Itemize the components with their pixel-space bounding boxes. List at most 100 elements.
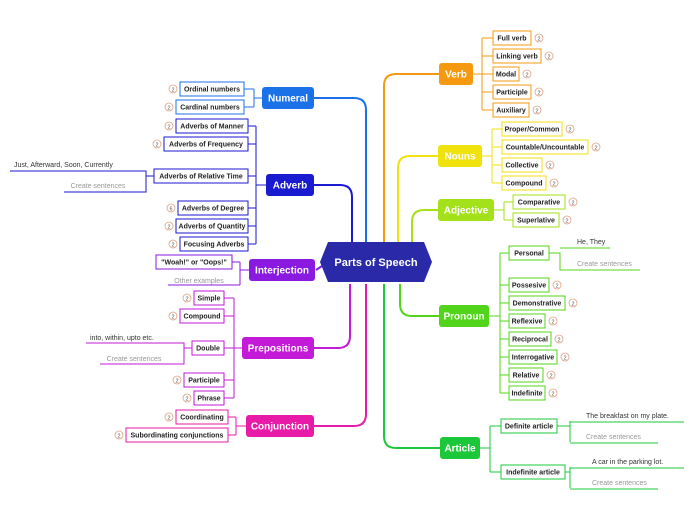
verb-item-badge[interactable]: [534, 87, 544, 97]
pronoun-item[interactable]: Indefinite: [508, 385, 546, 401]
interjection-item-label: "Woah!" or "Oops!": [161, 260, 227, 267]
pronoun-item[interactable]: Reciprocal: [508, 331, 552, 347]
prepositions-item[interactable]: Phrase: [193, 390, 225, 406]
adverb-item-badge[interactable]: [166, 203, 176, 213]
topic-article[interactable]: Article: [440, 437, 480, 459]
pronoun-item-badge[interactable]: [568, 298, 578, 308]
topic-adjective-box: [438, 199, 494, 221]
pronoun-item[interactable]: Relative: [508, 367, 544, 383]
topic-adverb[interactable]: Adverb: [266, 174, 314, 196]
adverb-item[interactable]: Adverbs of Frequency: [163, 136, 249, 152]
conjunction-item[interactable]: Subordinating conjunctions: [125, 427, 229, 443]
adverb-item-badge[interactable]: [164, 221, 174, 231]
topic-conjunction[interactable]: Conjunction: [246, 415, 314, 437]
nouns-item-badge[interactable]: [545, 160, 555, 170]
prepositions-item-badge[interactable]: [172, 375, 182, 385]
interjection-item-box: [155, 254, 233, 270]
prepositions-item-box: [193, 290, 225, 306]
prepositions-double-create: Create sentences: [107, 356, 162, 363]
verb-item-badge[interactable]: [534, 33, 544, 43]
numeral-item-badge[interactable]: [168, 84, 178, 94]
pronoun-item[interactable]: Possesive: [508, 277, 550, 293]
pronoun-item-badge[interactable]: [548, 316, 558, 326]
adverb-relative-example-line: [10, 170, 154, 177]
verb-item-badge[interactable]: [522, 69, 532, 79]
pronoun-item-badge-count: 2: [551, 320, 554, 326]
prepositions-item-badge[interactable]: [182, 293, 192, 303]
pronoun-item-badge[interactable]: [546, 370, 556, 380]
pronoun-item-label: Demonstrative: [513, 301, 562, 308]
verb-item-badge-count: 2: [547, 55, 550, 61]
verb-item-box: [492, 30, 532, 46]
pronoun-item-badge-count: 2: [549, 374, 552, 380]
adjective-item-badge[interactable]: [568, 197, 578, 207]
numeral-item[interactable]: Cardinal numbers: [175, 99, 245, 115]
adjective-item-box: [512, 194, 566, 210]
verb-item-badge[interactable]: [532, 105, 542, 115]
adverb-item-badge[interactable]: [164, 121, 174, 131]
prepositions-double[interactable]: Double: [191, 340, 225, 356]
adverb-item-badge[interactable]: [168, 239, 178, 249]
topic-adjective[interactable]: Adjective: [438, 199, 494, 221]
adverb-relative[interactable]: Adverbs of Relative Time: [153, 168, 249, 184]
adverb-item[interactable]: Adverbs of Quantity: [175, 218, 249, 234]
nouns-item[interactable]: Collective: [501, 157, 543, 173]
prepositions-item-badge[interactable]: [182, 393, 192, 403]
pronoun-item-box: [508, 277, 550, 293]
topic-numeral-label: Numeral: [268, 94, 308, 105]
prepositions-item[interactable]: Participle: [183, 372, 225, 388]
verb-item-badge[interactable]: [544, 51, 554, 61]
root-topic[interactable]: Parts of Speech: [320, 242, 432, 282]
conjunction-item[interactable]: Coordinating: [175, 409, 229, 425]
adjective-item[interactable]: Superlative: [512, 212, 560, 228]
nouns-item[interactable]: Compound: [501, 175, 547, 191]
pronoun-item-box: [508, 295, 566, 311]
pronoun-item[interactable]: Interrogative: [508, 349, 558, 365]
article-item[interactable]: Indefinite article: [500, 464, 566, 480]
adverb-item[interactable]: Adverbs of Degree: [177, 200, 249, 216]
prepositions-item[interactable]: Compound: [179, 308, 225, 324]
nouns-item-badge[interactable]: [591, 142, 601, 152]
prepositions-item-badge[interactable]: [168, 311, 178, 321]
article-item[interactable]: Definite article: [500, 418, 558, 434]
verb-item[interactable]: Participle: [492, 84, 532, 100]
verb-item[interactable]: Linking verb: [492, 48, 542, 64]
conjunction-item-badge[interactable]: [164, 412, 174, 422]
topic-nouns-box: [438, 145, 482, 167]
conjunction-item-badge[interactable]: [114, 430, 124, 440]
verb-item[interactable]: Full verb: [492, 30, 532, 46]
pronoun-item[interactable]: Demonstrative: [508, 295, 566, 311]
pronoun-item-badge[interactable]: [552, 280, 562, 290]
adverb-item-badge-count: 2: [167, 125, 170, 131]
pronoun-item[interactable]: Reflexive: [508, 313, 546, 329]
prepositions-item[interactable]: Simple: [193, 290, 225, 306]
numeral-item[interactable]: Ordinal numbers: [179, 81, 245, 97]
adjective-item[interactable]: Comparative: [512, 194, 566, 210]
verb-item-label: Modal: [496, 72, 516, 79]
pronoun-item-badge[interactable]: [548, 388, 558, 398]
topic-prepositions-box: [242, 337, 314, 359]
pronoun-personal[interactable]: Personal: [508, 245, 550, 261]
pronoun-item-badge[interactable]: [554, 334, 564, 344]
adverb-item-badge[interactable]: [152, 139, 162, 149]
verb-item[interactable]: Auxiliary: [492, 102, 530, 118]
topic-adverb-box: [266, 174, 314, 196]
adverb-item[interactable]: Adverbs of Manner: [175, 118, 249, 134]
topic-verb[interactable]: Verb: [439, 63, 473, 85]
nouns-item[interactable]: Proper/Common: [501, 121, 563, 137]
topic-nouns[interactable]: Nouns: [438, 145, 482, 167]
nouns-item-badge[interactable]: [565, 124, 575, 134]
numeral-item-label: Ordinal numbers: [184, 87, 240, 94]
verb-item[interactable]: Modal: [492, 66, 520, 82]
pronoun-item-badge[interactable]: [560, 352, 570, 362]
topic-prepositions[interactable]: Prepositions: [242, 337, 314, 359]
topic-numeral[interactable]: Numeral: [262, 87, 314, 109]
topic-pronoun[interactable]: Pronoun: [439, 305, 489, 327]
nouns-item-badge[interactable]: [549, 178, 559, 188]
topic-interjection[interactable]: Interjection: [249, 259, 315, 281]
nouns-item[interactable]: Countable/Uncountable: [501, 139, 589, 155]
numeral-item-badge[interactable]: [164, 102, 174, 112]
adverb-item[interactable]: Focusing Adverbs: [179, 236, 249, 252]
interjection-item[interactable]: "Woah!" or "Oops!": [155, 254, 233, 270]
adjective-item-badge[interactable]: [562, 215, 572, 225]
